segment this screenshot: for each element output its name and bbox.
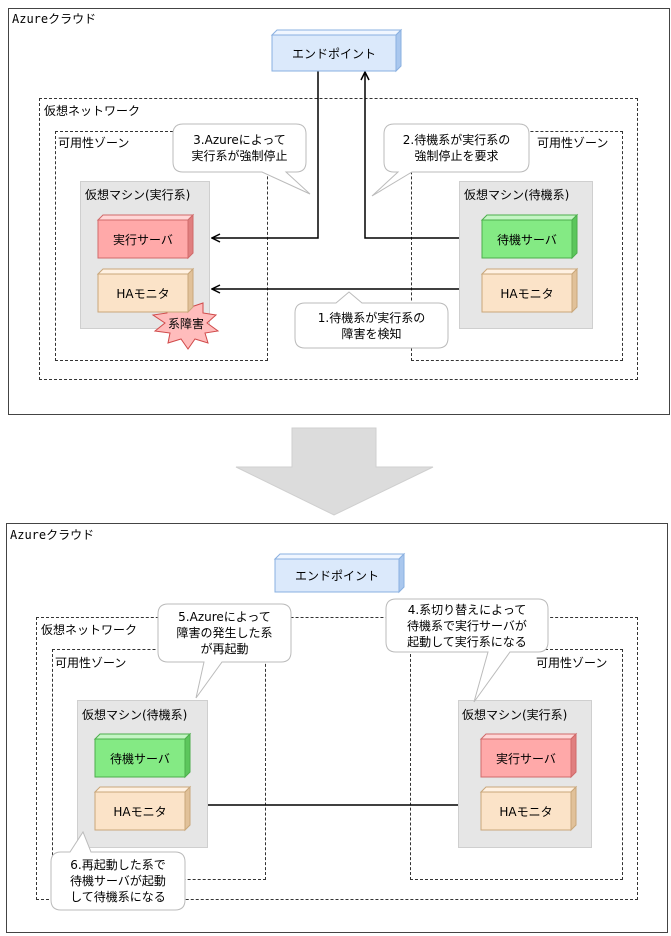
callout-6-shape (50, 830, 186, 911)
top-zone-left (55, 131, 268, 361)
bottom-zone-right-label: 可用性ゾーン (536, 654, 608, 671)
top-vm-left-label: 仮想マシン(実行系) (85, 188, 191, 202)
callout-2-shape (371, 123, 530, 197)
bottom-active-server-label: 実行サーバ (496, 751, 556, 766)
bottom-left-monitor-shape (93, 785, 192, 832)
top-zone-left-label: 可用性ゾーン (58, 134, 130, 151)
bottom-vm-left-label: 仮想マシン(待機系) (82, 708, 188, 722)
callout-5-shape (157, 603, 292, 699)
callout-2-text: 2.待機系が実行系の 強制停止を要求 (402, 133, 511, 163)
top-right-monitor-shape (480, 267, 579, 314)
bottom-zone-left-label: 可用性ゾーン (55, 654, 127, 671)
callout-1-shape (294, 291, 449, 349)
bottom-right-monitor-label: HAモニタ (499, 804, 553, 819)
bottom-right-monitor-shape (479, 785, 578, 832)
bottom-vnet-label: 仮想ネットワーク (41, 621, 138, 638)
top-standby-server-shape (480, 213, 579, 260)
callout-4-text: 4.系切り替えによって 待機系で実行サーバが 起動して実行系になる (407, 602, 527, 649)
top-active-server-shape (96, 213, 195, 260)
transition-arrow (235, 427, 434, 516)
top-vnet-frame (39, 98, 638, 380)
callout-3-text: 3.Azureによって 実行系が強制停止 (191, 133, 288, 163)
top-cloud-label: Azureクラウド (12, 12, 97, 26)
top-arrow-endpoint-to-active (212, 70, 319, 238)
bottom-left-monitor-label: HAモニタ (113, 804, 167, 819)
callout-3-shape (172, 123, 311, 195)
bottom-vnet-frame (36, 617, 638, 900)
top-left-monitor-label: HAモニタ (116, 286, 170, 301)
bottom-standby-server-shape (93, 732, 192, 779)
bottom-cloud-label: Azureクラウド (10, 528, 95, 542)
callout-6-text: 6.再起動した系で 待機サーバが起動 して待機系になる (70, 858, 166, 904)
bottom-vm-right-label: 仮想マシン(実行系) (462, 708, 568, 722)
callout-1-text: 1.待機系が実行系の 障害を検知 (317, 310, 426, 341)
bottom-endpoint-label: エンドポイント (294, 569, 379, 583)
top-right-monitor-label: HAモニタ (500, 286, 554, 301)
callout-5-text: 5.Azureによって 障害の発生した系 が再起動 (176, 610, 273, 656)
bottom-active-server-shape (479, 732, 578, 779)
callout-4-shape (385, 598, 549, 703)
failure-label: 系障害 (167, 316, 204, 331)
top-vnet-label: 仮想ネットワーク (44, 102, 141, 119)
top-standby-server-label: 待機サーバ (497, 232, 557, 247)
top-vm-right-label: 仮想マシン(待機系) (464, 188, 570, 202)
top-left-monitor-shape (96, 267, 195, 314)
top-arrow-standby-to-endpoint (365, 72, 459, 239)
top-zone-right-label: 可用性ゾーン (537, 134, 609, 151)
bottom-standby-server-label: 待機サーバ (110, 751, 170, 766)
bottom-endpoint-shape (273, 552, 406, 594)
top-endpoint-label: エンドポイント (291, 46, 376, 61)
top-endpoint-shape (270, 28, 403, 73)
top-active-server-label: 実行サーバ (113, 232, 173, 247)
